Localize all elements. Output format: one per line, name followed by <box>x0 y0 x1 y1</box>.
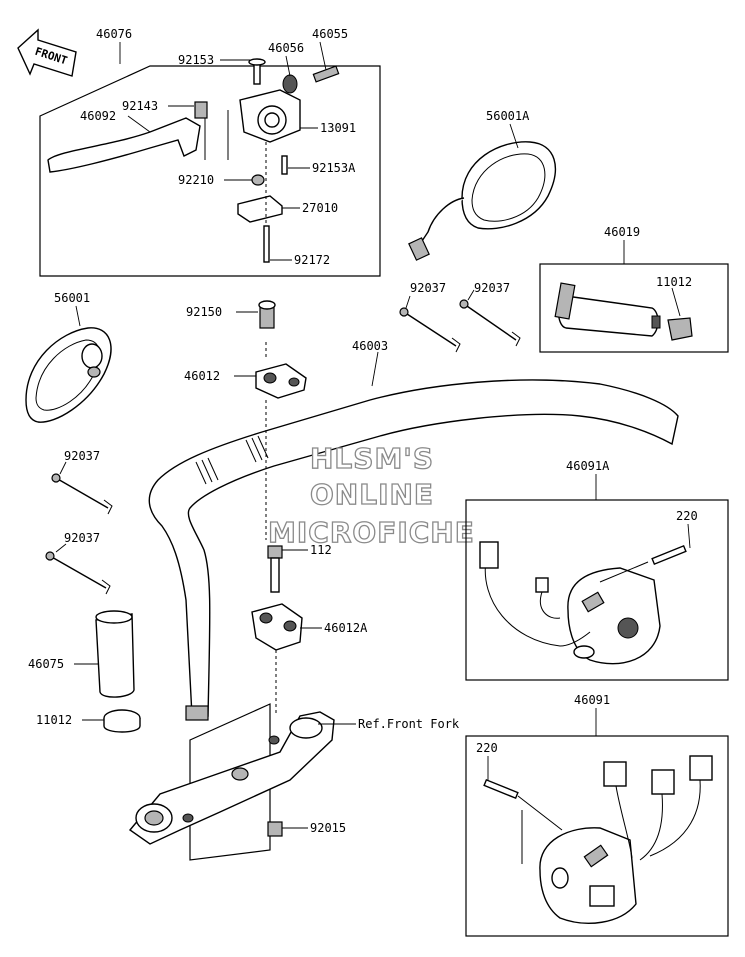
label-92015: 92015 <box>310 821 346 835</box>
end-cap-11012-right <box>667 317 693 341</box>
label-46092: 46092 <box>80 109 116 123</box>
label-11012-l: 11012 <box>36 713 72 727</box>
mirror-56001 <box>25 305 112 423</box>
label-220-b: 220 <box>476 741 498 755</box>
handlebar-46003 <box>148 351 679 721</box>
cable-tie-92037-left1 <box>51 461 113 515</box>
cable-tie-92037-top2 <box>459 289 521 347</box>
label-92150: 92150 <box>186 305 222 319</box>
grip-46075 <box>74 610 135 698</box>
label-220-a: 220 <box>676 509 698 523</box>
front-arrow: FRONT <box>17 28 77 77</box>
label-27010: 27010 <box>302 201 338 215</box>
grip-assembly-group <box>539 240 729 353</box>
watermark-line2: ONLINE <box>310 478 434 511</box>
switch-27010 <box>237 195 283 223</box>
switch-46091-frame <box>465 735 729 937</box>
cable-tie-92037-top1 <box>399 295 461 353</box>
bolt-92150 <box>236 300 276 329</box>
label-92153A: 92153A <box>312 161 356 175</box>
mirror-56001A <box>408 123 556 261</box>
label-46075: 46075 <box>28 657 64 671</box>
grip-46019 <box>557 295 659 337</box>
lever-assembly-frame <box>39 65 381 277</box>
label-46055: 46055 <box>312 27 348 41</box>
switch-46091A <box>567 567 661 665</box>
bolt-46055 <box>312 65 340 83</box>
end-cap-11012-left <box>82 709 141 733</box>
label-92172: 92172 <box>294 253 330 267</box>
label-92210: 92210 <box>178 173 214 187</box>
label-46091: 46091 <box>574 693 610 707</box>
label-46012A: 46012A <box>324 621 368 635</box>
fork-bracket <box>128 703 356 861</box>
collar-92143 <box>194 101 208 119</box>
switch-assembly-46091-group <box>465 708 729 937</box>
switch-46091A-frame <box>465 499 729 681</box>
lever-assembly-group <box>39 41 381 277</box>
bolt-112 <box>265 400 308 593</box>
label-ref-front-fork: Ref.Front Fork <box>358 717 460 731</box>
screw-92153A <box>281 155 288 175</box>
holder-46012 <box>234 342 307 399</box>
switch-assembly-46091A-group <box>465 474 729 681</box>
nut-92015 <box>267 821 308 837</box>
washer-46056 <box>282 74 298 94</box>
grip-frame <box>539 263 729 353</box>
screw-220-a <box>651 544 687 566</box>
label-56001A: 56001A <box>486 109 530 123</box>
label-46091A: 46091A <box>566 459 610 473</box>
label-92037-l1: 92037 <box>64 449 100 463</box>
part-labels: 46076 46055 46056 92153 92143 46092 1309… <box>28 27 698 835</box>
label-46003: 46003 <box>352 339 388 353</box>
label-13091: 13091 <box>320 121 356 135</box>
label-92143: 92143 <box>122 99 158 113</box>
watermark: HLSM'S ONLINE MICROFICHE <box>267 441 475 549</box>
label-92037-t2: 92037 <box>474 281 510 295</box>
screw-92172 <box>263 225 270 263</box>
label-11012-r: 11012 <box>656 275 692 289</box>
label-46012: 46012 <box>184 369 220 383</box>
label-92153: 92153 <box>178 53 214 67</box>
label-56001: 56001 <box>54 291 90 305</box>
holder-46012A <box>251 603 322 716</box>
label-92037-l2: 92037 <box>64 531 100 545</box>
label-46076: 46076 <box>96 27 132 41</box>
nut-92210 <box>251 174 265 186</box>
label-112: 112 <box>310 543 332 557</box>
cable-tie-92037-left2 <box>45 543 111 595</box>
label-46056: 46056 <box>268 41 304 55</box>
label-46019: 46019 <box>604 225 640 239</box>
watermark-line3: MICROFICHE <box>268 516 475 549</box>
watermark-line1: HLSM'S <box>310 442 434 475</box>
screw-220-b <box>483 778 519 800</box>
lever-46092 <box>47 117 201 173</box>
label-92037-t1: 92037 <box>410 281 446 295</box>
